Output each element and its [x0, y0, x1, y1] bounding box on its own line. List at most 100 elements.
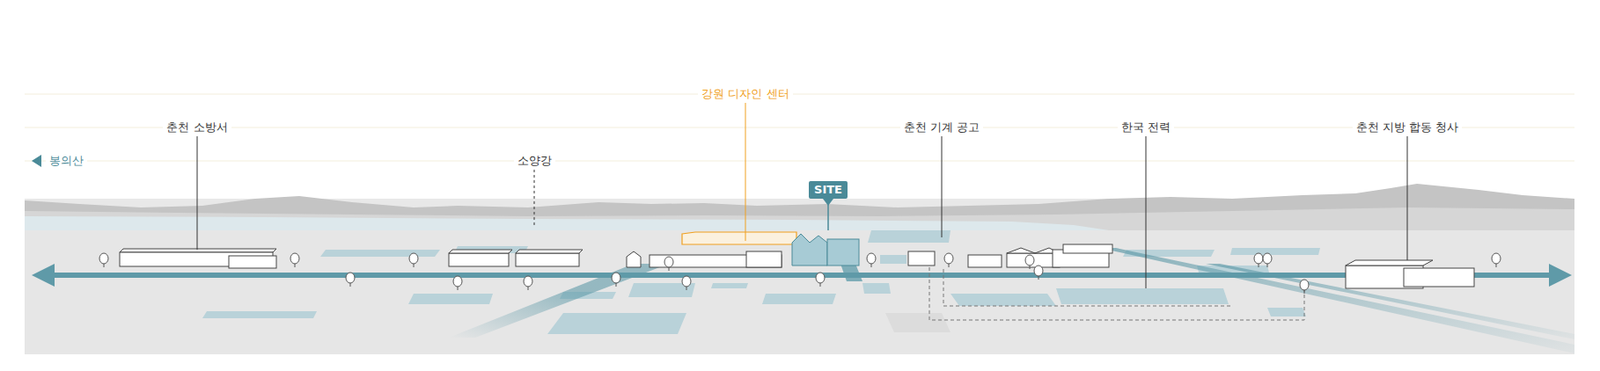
tree-crown [1025, 255, 1035, 266]
tree-crown [409, 253, 419, 265]
tree-crown [1034, 265, 1043, 277]
tree-crown [345, 272, 355, 284]
block [867, 230, 951, 243]
block [547, 313, 687, 335]
tree [611, 272, 621, 287]
machine-school [908, 251, 935, 266]
site-mass [792, 234, 828, 266]
tree-crown [815, 272, 825, 284]
site-text: SITE [814, 183, 843, 197]
block [762, 293, 837, 305]
tree-crown [1254, 253, 1263, 265]
tree [866, 253, 876, 268]
building [515, 253, 580, 267]
leader-line [1145, 136, 1147, 289]
tree-crown [290, 253, 300, 265]
place-label: 춘천 기계 공고 [900, 119, 984, 136]
building [448, 253, 509, 267]
guide-line [24, 161, 1575, 162]
building-roof [448, 249, 513, 254]
leader-line [941, 136, 943, 238]
leader-line [1407, 136, 1409, 261]
block [408, 293, 493, 305]
tree [1299, 279, 1309, 294]
site-tag: SITE [808, 181, 848, 199]
tree [1262, 253, 1272, 268]
direction-arrow [31, 154, 42, 168]
tree-crown [1299, 279, 1309, 291]
tree-crown [1262, 253, 1272, 265]
block [1230, 248, 1321, 256]
tree [1025, 255, 1035, 270]
diagonal-road [1100, 248, 1575, 354]
building-roof [119, 249, 277, 253]
tree [944, 253, 954, 268]
tree-crown [1491, 253, 1501, 265]
ground-plain [24, 230, 1575, 355]
site-mass [827, 239, 859, 266]
site-pointer-line [827, 205, 830, 231]
tree [453, 276, 463, 291]
leader-line [197, 136, 199, 250]
block [862, 283, 891, 294]
tree [345, 272, 355, 287]
site-building [792, 234, 859, 266]
trees [99, 253, 1501, 294]
tree-crown [523, 276, 533, 287]
design-center-outline [682, 232, 797, 245]
block [202, 311, 317, 319]
place-label: 춘천 소방서 [162, 119, 231, 136]
guide-line [24, 94, 1575, 96]
building [1063, 244, 1113, 254]
tree [523, 276, 533, 291]
tree-crown [664, 256, 674, 268]
building [1006, 253, 1060, 268]
tree [1034, 265, 1043, 280]
block [320, 249, 441, 257]
tree [815, 272, 825, 287]
building-roof [515, 249, 583, 254]
guide-lines [24, 94, 1575, 162]
tree [290, 253, 300, 268]
place-label: 한국 전력 [1117, 119, 1175, 136]
building [1403, 268, 1475, 287]
tree-crown [944, 253, 954, 265]
block [1056, 288, 1229, 305]
block [711, 283, 749, 289]
building [746, 251, 782, 268]
tree [664, 256, 674, 272]
tree-crown [99, 253, 109, 265]
city-blocks [202, 230, 1321, 335]
campus-boundary [929, 267, 1305, 321]
leader-line [745, 102, 747, 242]
arrowhead [31, 264, 55, 287]
place-label: 춘천 지방 합동 청사 [1352, 119, 1462, 136]
tree [1254, 253, 1263, 268]
tree-crown [611, 272, 621, 284]
building-roof [1345, 260, 1433, 266]
tree [409, 253, 419, 268]
building-roof [1006, 248, 1060, 254]
place-label: 봉의산 [45, 153, 88, 169]
building [968, 255, 1002, 268]
leader-line [534, 169, 536, 228]
tree-crown [866, 253, 876, 265]
block [880, 255, 907, 265]
guide-line [24, 127, 1575, 129]
site-pointer [822, 198, 834, 206]
tree [1491, 253, 1501, 268]
tree-crown [682, 276, 691, 287]
arrowhead [1548, 264, 1572, 287]
building [626, 251, 641, 268]
block-grey [885, 313, 951, 333]
ground [24, 198, 1575, 355]
tree [99, 253, 109, 268]
main-road-line [45, 272, 1558, 279]
leader-lines [197, 102, 1408, 289]
tree [682, 276, 691, 291]
block [950, 293, 1057, 307]
block [1267, 308, 1307, 317]
place-label: 강원 디자인 센터 [697, 86, 793, 103]
